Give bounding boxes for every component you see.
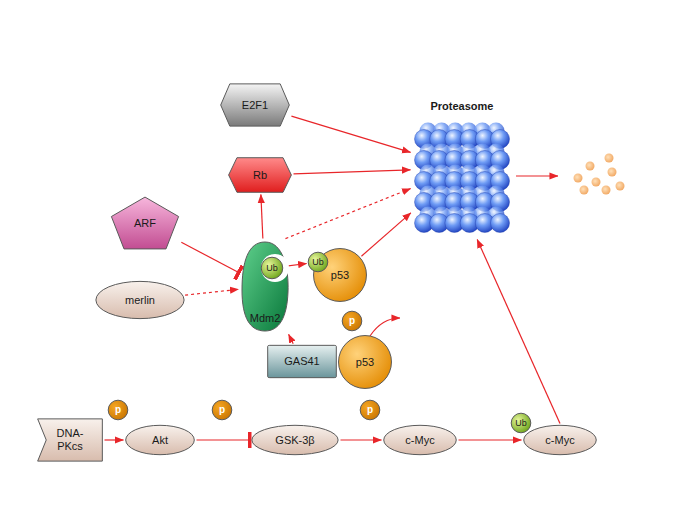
node-label: Proteasome	[431, 100, 494, 113]
protein-ellipse: c-MycUb	[523, 425, 597, 455]
node-label: Ub	[266, 263, 278, 273]
protein-hexagon: E2F1	[220, 83, 290, 127]
phosphate-circle: p	[108, 400, 128, 420]
kinase-flag: DNA-PKcs	[37, 418, 103, 462]
peptide-fragments	[574, 154, 625, 195]
ubiquitin-circle: Ub	[261, 257, 283, 279]
protein-ellipse: GSK-3β	[251, 425, 339, 455]
node-label: c-Myc	[545, 434, 574, 447]
arrow-connector	[185, 289, 238, 295]
node-label: ARF	[134, 217, 156, 230]
node-label: merlin	[125, 294, 155, 307]
ligase-shape: Mdm2 Ub	[240, 240, 290, 333]
node-label: GSK-3β	[275, 434, 314, 447]
arrow-connector	[285, 189, 410, 239]
arrow-connector	[477, 239, 560, 423]
phosphate-circle: p	[360, 400, 380, 420]
node-label: E2F1	[242, 99, 268, 112]
protein-hexagon: Rb	[228, 157, 292, 193]
proteasome-illustration	[412, 98, 512, 238]
arrow-connector	[291, 116, 410, 152]
protein-box: GAS41	[267, 345, 337, 378]
protein-ellipse: merlin	[95, 281, 185, 319]
arrow-connector	[261, 194, 263, 238]
node-label: Rb	[253, 169, 267, 182]
protein-ellipse: Akt	[125, 425, 195, 455]
ubiquitin-circle: Ub	[308, 252, 328, 272]
degradation-arrow	[516, 175, 558, 176]
protein-circle: p53	[338, 335, 392, 389]
protein-circle: p53 Ub	[313, 248, 367, 302]
node-label: Ub	[312, 257, 324, 267]
arrow-connector	[289, 334, 294, 343]
arrow-connector	[105, 439, 124, 440]
arrow-connector	[459, 439, 522, 440]
node-label: GAS41	[284, 355, 319, 368]
node-label: Ub	[515, 418, 527, 428]
phosphate-circle: p	[342, 311, 362, 331]
node-label: p	[219, 404, 225, 416]
inhibition-connector	[181, 242, 238, 272]
node-label: p	[115, 404, 121, 416]
arrow-connector	[361, 213, 410, 256]
node-label: p	[349, 315, 355, 327]
node-label: Mdm2	[250, 312, 281, 325]
node-label: DNA-PKcs	[48, 427, 92, 452]
phosphate-circle: p	[212, 400, 232, 420]
ubiquitin-circle: Ub	[511, 413, 531, 433]
node-label: p	[367, 404, 373, 416]
protein-pentagon: ARF	[110, 196, 180, 250]
node-label: p53	[331, 269, 349, 282]
node-label: c-Myc	[405, 434, 434, 447]
node-label: Akt	[152, 434, 168, 447]
arrow-connector	[341, 439, 382, 440]
protein-ellipse: c-Myc	[383, 425, 457, 455]
phosphorylation-arrow	[370, 318, 400, 336]
node-label: p53	[356, 356, 374, 369]
inhibition-connector	[197, 439, 250, 440]
arrow-connector	[293, 170, 410, 174]
proteasome-complex: Proteasome	[412, 98, 512, 238]
